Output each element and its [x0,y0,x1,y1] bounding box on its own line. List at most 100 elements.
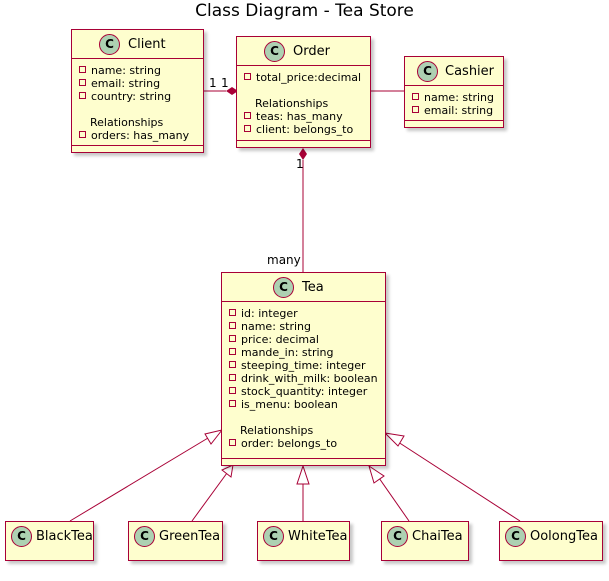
private-visibility-icon [412,106,419,113]
private-visibility-icon [244,73,251,80]
class-order[interactable]: C Order total_price:decimal Relationship… [236,36,371,148]
private-visibility-icon [79,79,86,86]
private-visibility-icon [229,361,236,368]
class-cashier[interactable]: C Cashier name: string email: string [404,56,504,128]
attribute-text: steeping_time: integer [241,359,366,372]
attribute-text: country: string [91,90,172,103]
whitetea-inheritance-arrow [296,464,310,485]
private-visibility-icon [229,374,236,381]
class-blacktea-header: C BlackTea [6,522,93,550]
attribute-row: email: string [412,104,503,117]
relationship-row: client: belongs_to [244,123,370,136]
private-visibility-icon [79,92,86,99]
class-whitetea[interactable]: C WhiteTea [257,521,350,561]
class-stereotype-icon: C [11,526,32,547]
order-tea-tea-multiplicity: many [267,253,301,267]
relationship-text: client: belongs_to [256,123,354,136]
diagram-title: Class Diagram - Tea Store [195,1,414,21]
attribute-text: email: string [424,104,494,117]
private-visibility-icon [229,309,236,316]
greentea-inheritance-link [191,472,228,522]
relationships-label: Relationships [255,97,329,110]
relationship-row: order: belongs_to [229,437,385,450]
attribute-row: id: integer [229,307,385,320]
private-visibility-icon [244,112,251,119]
class-oolongtea-header: C OolongTea [500,522,602,550]
attribute-row: stock_quantity: integer [229,385,385,398]
private-visibility-icon [229,322,236,329]
class-client-operations-divider [72,145,203,146]
attribute-row: email: string [79,77,203,90]
relationship-row: orders: has_many [79,129,203,142]
attribute-row: total_price:decimal [244,71,370,84]
oolongtea-inheritance-arrow [383,432,405,447]
class-chaitea-header: C ChaiTea [382,522,468,550]
greentea-inheritance-arrow [221,464,234,478]
class-cashier-header: C Cashier [405,57,503,86]
class-cashier-operations-divider [405,120,503,121]
class-tea-name: Tea [302,280,324,295]
attribute-text: name: string [241,320,311,333]
relationships-label: Relationships [90,116,164,129]
attribute-row: country: string [79,90,203,103]
class-client-body: name: string email: string country: stri… [72,59,203,142]
client-end-multiplicity: 1 [209,76,217,90]
blacktea-inheritance-arrow [204,429,224,445]
client-order-composition-diamond [226,87,238,95]
attribute-row: steeping_time: integer [229,359,385,372]
class-stereotype-icon: C [387,526,408,547]
class-blacktea-name: BlackTea [36,529,93,544]
attribute-row: name: string [229,320,385,333]
attribute-text: name: string [91,64,161,77]
attribute-text: email: string [91,77,161,90]
attribute-text: stock_quantity: integer [241,385,368,398]
class-whitetea-name: WhiteTea [288,529,348,544]
attribute-text: is_menu: boolean [241,398,338,411]
class-chaitea[interactable]: C ChaiTea [381,521,469,561]
class-greentea[interactable]: C GreenTea [128,521,223,561]
class-order-operations-divider [237,140,370,141]
class-tea-operations-divider [222,458,385,459]
class-oolongtea-name: OolongTea [530,529,598,544]
class-client[interactable]: C Client name: string email: string coun… [71,29,204,153]
private-visibility-icon [412,93,419,100]
class-oolongtea[interactable]: C OolongTea [499,521,603,561]
order-tea-composition-diamond [299,148,307,160]
class-stereotype-icon: C [134,526,155,547]
attribute-row: mande_in: string [229,346,385,359]
chaitea-inheritance-arrow [368,464,385,484]
attribute-row: price: decimal [229,333,385,346]
class-tea[interactable]: C Tea id: integer name: string price: de… [221,272,386,466]
private-visibility-icon [229,387,236,394]
private-visibility-icon [244,125,251,132]
chaitea-inheritance-link [378,477,410,522]
relationship-text: teas: has_many [256,110,343,123]
attribute-row: is_menu: boolean [229,398,385,411]
attribute-row: name: string [79,64,203,77]
private-visibility-icon [79,131,86,138]
private-visibility-icon [229,348,236,355]
attribute-text: total_price:decimal [256,71,362,84]
oolongtea-inheritance-link [394,439,521,522]
private-visibility-icon [229,439,236,446]
class-tea-header: C Tea [222,273,385,302]
relationships-label: Relationships [240,424,314,437]
class-blacktea[interactable]: C BlackTea [5,521,94,561]
class-client-name: Client [128,37,166,52]
class-stereotype-icon: C [273,277,294,298]
attribute-text: price: decimal [241,333,319,346]
class-cashier-name: Cashier [445,64,495,79]
class-stereotype-icon: C [505,526,526,547]
class-cashier-body: name: string email: string [405,86,503,117]
class-stereotype-icon: C [99,34,120,55]
relationship-text: orders: has_many [91,129,190,142]
class-stereotype-icon: C [263,526,284,547]
order-end-multiplicity: 1 [221,76,229,90]
class-greentea-header: C GreenTea [129,522,222,550]
class-order-header: C Order [237,37,370,66]
private-visibility-icon [229,335,236,342]
class-order-body: total_price:decimal Relationships teas: … [237,66,370,136]
blacktea-inheritance-link [69,434,214,522]
attribute-row: name: string [412,91,503,104]
